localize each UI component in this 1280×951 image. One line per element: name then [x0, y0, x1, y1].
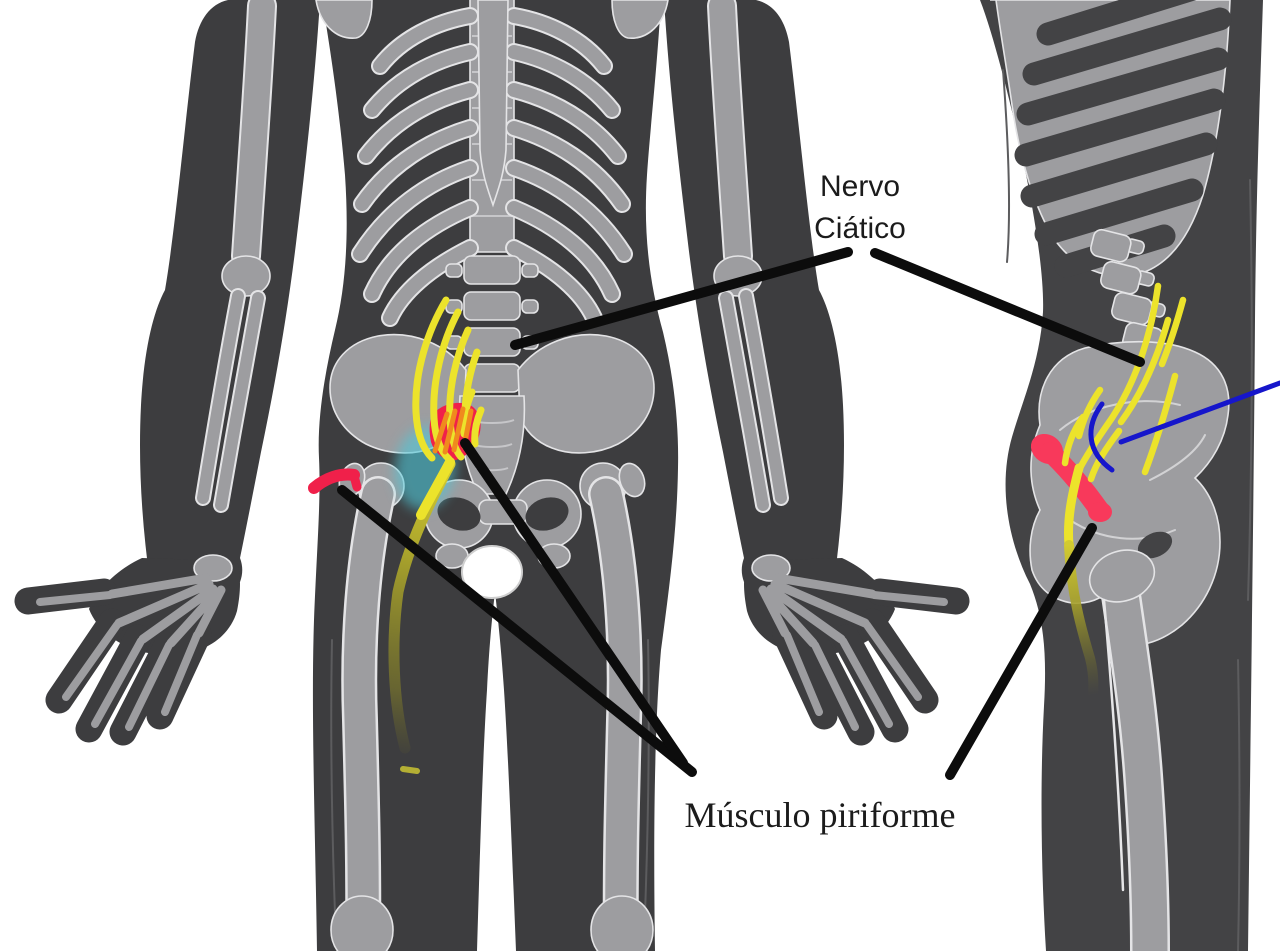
- side-femur: [1102, 570, 1168, 951]
- elbow-joint: [221, 255, 271, 297]
- label-nervo-line1: Nervo: [819, 170, 901, 203]
- pointer-lines: [337, 247, 1145, 780]
- front-sciatic-nerve: [388, 296, 485, 774]
- side-sciatic-nerve: [1061, 282, 1187, 699]
- label-nervo-line2: Ciático: [814, 212, 906, 245]
- sternum: [477, 0, 509, 208]
- right-knee: [590, 895, 654, 951]
- pointer-nerve-front: [510, 247, 853, 350]
- side-figure: [980, 0, 1280, 951]
- forearm-bones: [197, 290, 264, 511]
- side-skeleton: [990, 0, 1232, 951]
- front-left-arm: [14, 0, 320, 746]
- sciatic-notch-blue-marker: [1088, 380, 1280, 473]
- humerus-bone: [233, 0, 275, 269]
- front-right-arm: [664, 0, 956, 732]
- hand-bones: [107, 573, 226, 648]
- side-lumbar-spine: [1090, 228, 1166, 356]
- greater-trochanter: [1088, 549, 1156, 603]
- label-musculo-piriforme: Músculo piriforme: [684, 795, 956, 835]
- label-nervo-ciatico: Nervo Ciático: [788, 166, 932, 250]
- pointer-nerve-side: [870, 248, 1145, 367]
- pointer-piriformis-trochanter: [337, 485, 697, 777]
- left-knee: [330, 895, 394, 951]
- rib-cage: [353, 9, 631, 325]
- pointer-piriformis-side: [945, 523, 1097, 780]
- pointer-piriformis-front: [460, 438, 688, 768]
